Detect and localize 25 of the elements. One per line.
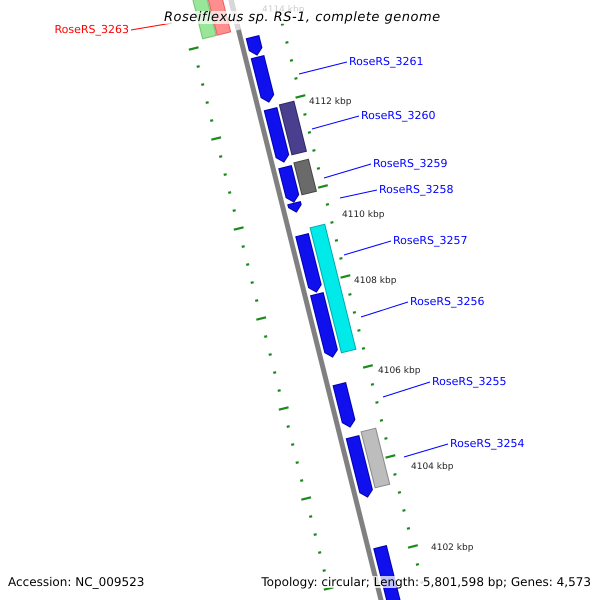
gene-label: RoseRS_3255: [432, 376, 506, 387]
leader-line: [324, 164, 372, 178]
genome-info-text: Topology: circular; Length: 5,801,598 bp; Genes: 4,573: [261, 576, 591, 588]
gene-label: RoseRS_3254: [450, 438, 524, 449]
leader-line: [360, 302, 408, 318]
gene-label: RoseRS_3257: [393, 235, 468, 246]
gene-label: RoseRS_3263: [54, 24, 129, 35]
gene-label: RoseRS_3256: [410, 296, 484, 307]
scale-label: 4104 kbp: [411, 463, 454, 472]
leader-line: [298, 62, 348, 74]
leader-line: [344, 240, 392, 256]
scale-label: 4112 kbp: [309, 98, 352, 107]
scale-label: 4110 kbp: [342, 211, 384, 220]
leader-line: [312, 116, 360, 130]
gene-label: RoseRS_3258: [379, 184, 454, 195]
scale-label: 4108 kbp: [354, 277, 396, 286]
gene-label: RoseRS_3260: [361, 110, 436, 121]
accession-text: Accession: NC_009523: [8, 576, 144, 588]
scale-label: 4102 kbp: [431, 544, 474, 553]
leader-line: [340, 190, 378, 198]
leader-line: [404, 444, 448, 458]
leader-line: [382, 382, 430, 398]
gene-label: RoseRS_3261: [349, 56, 424, 67]
gene-label: RoseRS_3259: [373, 158, 448, 169]
scale-label: 4106 kbp: [378, 367, 420, 376]
